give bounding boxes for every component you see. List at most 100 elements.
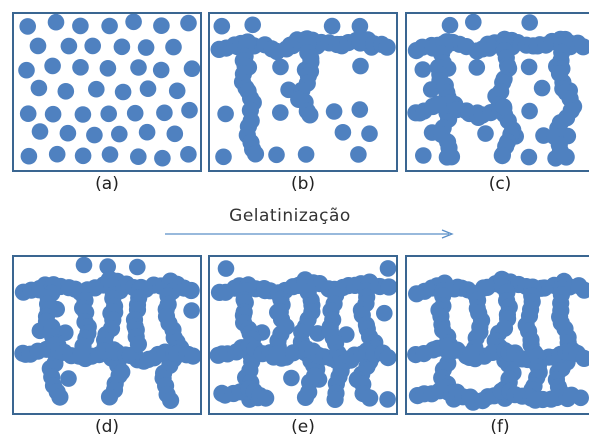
particle (184, 347, 202, 365)
particle (44, 57, 61, 75)
particle-box-a (12, 12, 202, 172)
particle (137, 39, 155, 56)
panel-d (12, 255, 202, 415)
particle (575, 349, 589, 367)
frame (208, 255, 398, 415)
particle (520, 58, 538, 76)
particle (60, 370, 77, 387)
particle (129, 258, 146, 276)
particle (268, 146, 285, 164)
particle (441, 16, 459, 34)
particle (574, 38, 589, 56)
particles (407, 270, 589, 411)
particle (244, 16, 261, 34)
particles (210, 16, 396, 166)
particle (59, 124, 77, 142)
particle (30, 79, 48, 97)
process-label: Gelatinização (229, 206, 351, 226)
particle (414, 61, 432, 78)
particle (301, 106, 319, 124)
particles (209, 260, 398, 408)
frame (405, 255, 589, 415)
particle (376, 304, 393, 322)
particle (138, 123, 156, 141)
particle (326, 390, 344, 408)
particle (361, 389, 379, 407)
panel-label-e: (e) (291, 417, 315, 437)
particle (84, 37, 101, 55)
particle (74, 147, 92, 165)
particle (217, 260, 235, 277)
particle (183, 302, 200, 319)
particle (182, 281, 200, 300)
particle (361, 125, 378, 142)
particle (100, 105, 117, 123)
particle (521, 14, 538, 31)
particle (334, 124, 352, 141)
particle (60, 37, 78, 55)
particle (575, 281, 589, 299)
frame (12, 255, 202, 415)
particle-box-b (208, 12, 398, 172)
particle (272, 58, 289, 76)
particle (101, 146, 119, 163)
panel-e (208, 255, 398, 415)
particle (44, 105, 62, 123)
particle (72, 345, 90, 363)
particle (562, 386, 581, 404)
process-arrow (165, 229, 454, 239)
particle (350, 146, 367, 163)
particle (152, 61, 170, 79)
particle (283, 369, 300, 387)
particle (168, 82, 186, 100)
particle-box-c (405, 12, 589, 172)
particle (47, 13, 65, 31)
particle (126, 104, 144, 122)
particle (379, 349, 397, 367)
particle (272, 104, 289, 121)
particle (183, 60, 201, 77)
particle (493, 147, 511, 165)
particle (154, 149, 171, 167)
particle (268, 345, 286, 363)
particle-box-d (12, 255, 202, 415)
panel-label-a: (a) (95, 174, 119, 194)
particle (520, 148, 538, 166)
particle (352, 57, 369, 75)
panel-b (208, 12, 398, 172)
particle (72, 17, 89, 35)
panel-label-c: (c) (488, 174, 512, 194)
particle (153, 17, 170, 34)
particle (180, 14, 197, 32)
particle (20, 147, 38, 165)
particle (86, 126, 103, 144)
panel-a (12, 12, 202, 172)
particle (323, 17, 341, 35)
particle (72, 59, 89, 76)
particle (19, 18, 36, 35)
particle (139, 80, 157, 97)
panel-label-f: (f) (490, 417, 510, 437)
particle-box-f (405, 255, 589, 415)
particle (351, 17, 369, 35)
particle (75, 256, 93, 274)
particle (29, 37, 47, 55)
particle (180, 146, 197, 163)
particle (99, 258, 116, 275)
panel-c (405, 12, 589, 172)
particle (165, 38, 182, 56)
particle (468, 59, 486, 76)
particle (162, 391, 180, 409)
particle (296, 388, 315, 406)
particle (325, 103, 343, 120)
particle (213, 17, 231, 35)
particle (129, 335, 147, 353)
particle (113, 38, 131, 56)
particle (130, 59, 147, 76)
particle (495, 98, 513, 116)
particle (246, 145, 265, 163)
particle (19, 105, 37, 122)
particle (166, 125, 184, 143)
frame (405, 12, 589, 172)
frame (208, 12, 398, 172)
